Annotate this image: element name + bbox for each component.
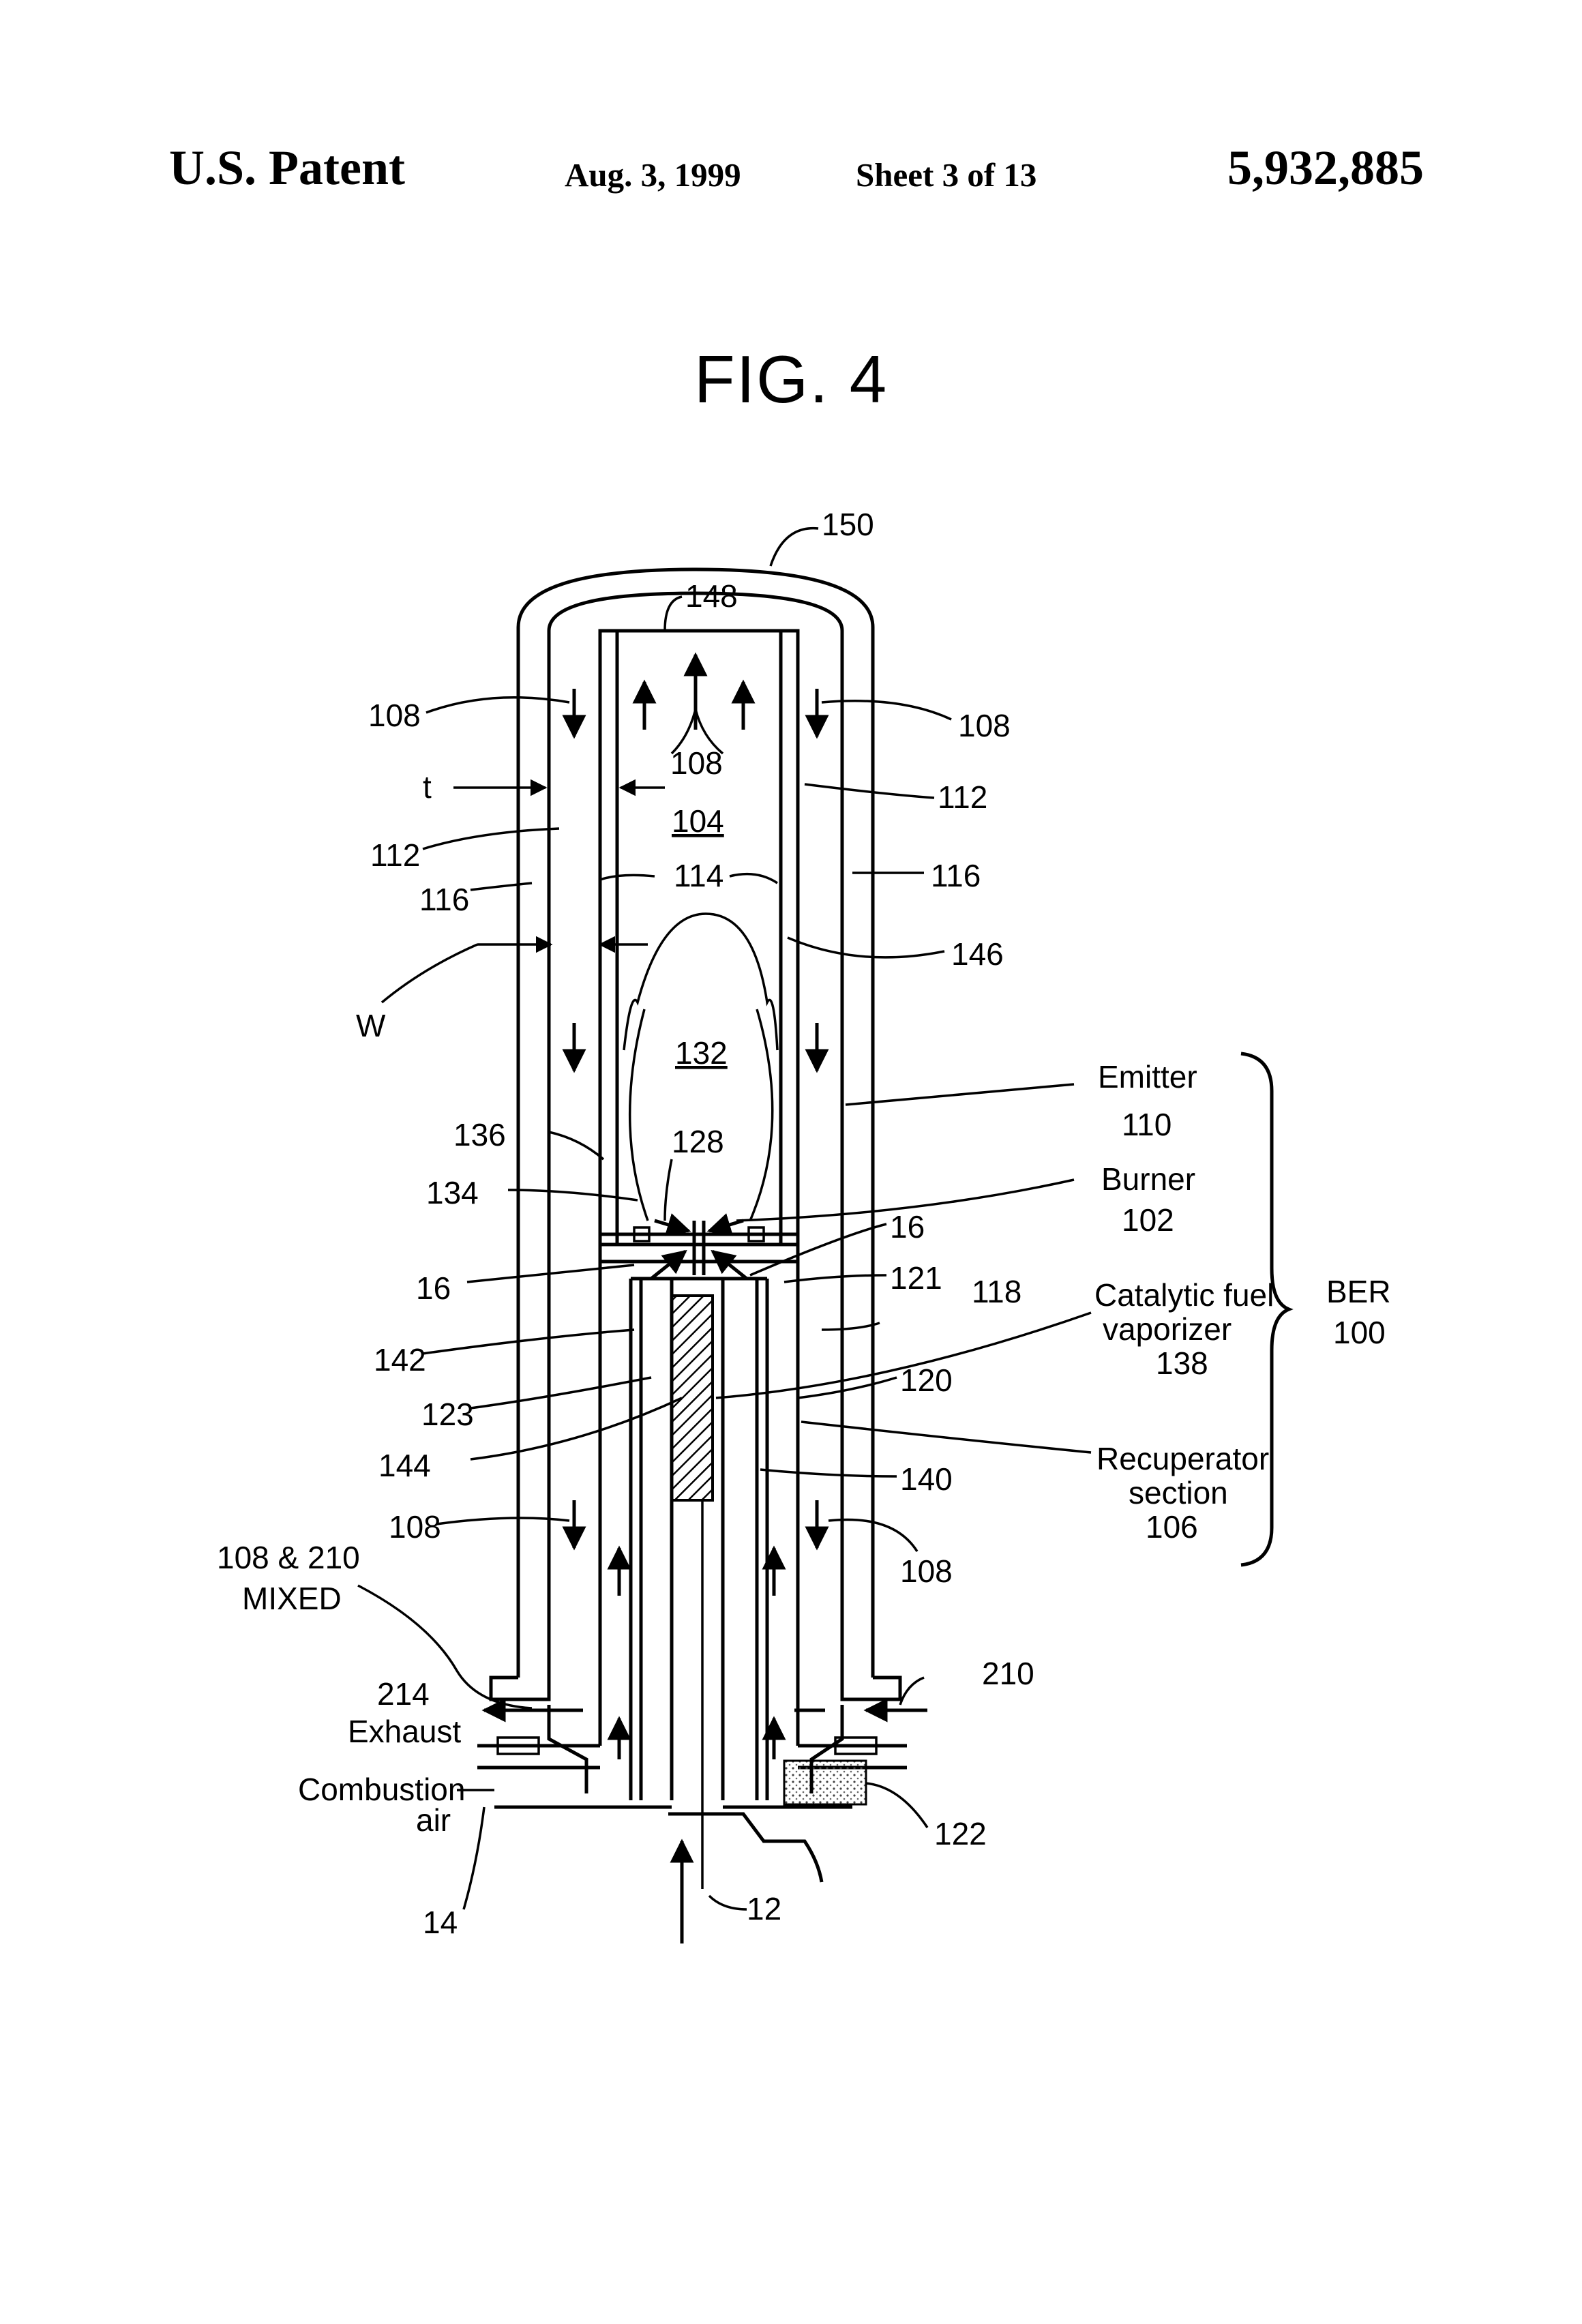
legend-vaporizer-line2: vaporizer (1103, 1311, 1232, 1347)
label-112-left: 112 (370, 837, 420, 873)
label-134: 134 (426, 1175, 479, 1210)
legend-emitter-number: 110 (1122, 1107, 1171, 1142)
fuel-air-arrows (651, 1221, 747, 1279)
label-140: 140 (900, 1461, 953, 1497)
legend-recuperator-line1: Recuperator (1096, 1441, 1269, 1476)
label-16-right: 16 (890, 1209, 925, 1245)
legend-vaporizer-number: 138 (1156, 1345, 1208, 1381)
base-assembly (477, 1705, 907, 1882)
legend-emitter: Emitter (1098, 1059, 1197, 1094)
legend-recuperator-number: 106 (1146, 1509, 1198, 1545)
label-104: 104 (672, 803, 724, 839)
emitter-tube (600, 631, 798, 1262)
label-123: 123 (421, 1397, 474, 1432)
label-air: air (416, 1802, 451, 1838)
label-t: t (423, 769, 432, 805)
reference-numerals: 150 148 108 108 108 t 104 112 112 114 11… (217, 507, 1034, 1940)
label-150: 150 (822, 507, 874, 542)
recuperator-section (600, 1262, 798, 1889)
label-14: 14 (423, 1905, 458, 1940)
label-112-right: 112 (938, 779, 987, 815)
label-108-bottom-right: 108 (900, 1553, 953, 1589)
label-121: 121 (890, 1260, 942, 1296)
legend-recuperator-line2: section (1129, 1475, 1228, 1510)
label-108-210-mixed: 108 & 210 (217, 1540, 360, 1575)
label-108-center: 108 (670, 745, 723, 781)
legend-burner: Burner (1101, 1161, 1195, 1197)
label-108-top-left: 108 (368, 698, 421, 733)
label-136: 136 (453, 1117, 506, 1152)
legend-vaporizer-line1: Catalytic fuel (1094, 1277, 1274, 1313)
label-148: 148 (685, 578, 738, 614)
insulation-122 (784, 1761, 866, 1804)
component-legend: Emitter 110 Burner 102 Catalytic fuel va… (1094, 1059, 1391, 1545)
label-116-right: 116 (931, 858, 981, 893)
label-118: 118 (972, 1274, 1021, 1309)
legend-burner-number: 102 (1122, 1202, 1174, 1238)
label-132: 132 (675, 1035, 728, 1071)
label-146: 146 (951, 936, 1004, 972)
label-12: 12 (747, 1891, 781, 1926)
label-128: 128 (672, 1124, 724, 1159)
label-108-top-right: 108 (958, 708, 1011, 743)
label-120: 120 (900, 1362, 953, 1398)
label-142: 142 (374, 1342, 426, 1377)
legend-ber: BER (1326, 1274, 1391, 1309)
label-W: W (356, 1008, 386, 1043)
label-214: 214 (377, 1676, 430, 1712)
label-mixed: MIXED (242, 1581, 342, 1616)
dimension-marks (453, 788, 665, 944)
label-exhaust: Exhaust (348, 1714, 461, 1749)
label-108-bottom-left: 108 (389, 1509, 441, 1545)
legend-ber-number: 100 (1333, 1315, 1386, 1350)
label-116-left: 116 (419, 882, 469, 917)
label-144: 144 (378, 1448, 431, 1483)
label-210: 210 (982, 1656, 1034, 1691)
label-122: 122 (934, 1816, 987, 1851)
label-114: 114 (674, 858, 723, 893)
label-16-left: 16 (416, 1270, 451, 1306)
